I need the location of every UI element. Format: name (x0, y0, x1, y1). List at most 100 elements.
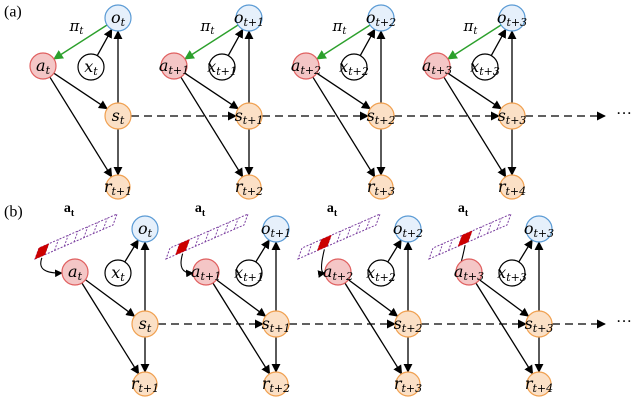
edge-a-to-s (316, 72, 371, 110)
reward-node (105, 174, 131, 200)
state-node (131, 310, 159, 338)
current-action-mark (175, 239, 190, 256)
action-node (423, 52, 451, 80)
edge-a-to-s (348, 279, 399, 317)
observation-node (131, 215, 159, 243)
edge-x-to-o (490, 28, 507, 56)
edge-x-to-o (359, 28, 376, 56)
edge-a-to-r (81, 282, 140, 375)
reward-node-label: rt+2 (262, 374, 290, 395)
action-node-label: at+3 (454, 262, 484, 283)
edge-a-to-s (216, 279, 267, 317)
edge-policy (184, 24, 239, 60)
context-node (367, 259, 395, 287)
action-sequence (165, 213, 249, 260)
observation-node-label: ot (138, 219, 153, 240)
context-node-label: xt+3 (470, 57, 500, 78)
reward-node (132, 371, 158, 397)
current-action-mark (457, 230, 473, 247)
observation-node (104, 4, 132, 32)
action-sequence (297, 213, 381, 260)
context-node (77, 53, 105, 81)
context-node-label: xt+2 (366, 263, 396, 284)
state-node (367, 102, 395, 130)
state-node (235, 102, 263, 130)
context-node-label: xt+1 (207, 57, 237, 78)
observation-node (498, 4, 526, 32)
action-node-label: at+3 (422, 56, 452, 77)
policy-label: πt (463, 17, 479, 37)
edges-layer (40, 24, 606, 375)
reward-node (368, 174, 394, 200)
state-node (104, 102, 132, 130)
edge-a-to-s (53, 72, 108, 110)
panel-label: (a) (4, 4, 22, 21)
reward-node (263, 371, 289, 397)
edge-x-to-o (227, 28, 244, 56)
state-node-label: st+3 (498, 106, 527, 127)
edge-a-to-r (180, 76, 244, 178)
context-node (498, 259, 526, 287)
action-node (292, 52, 320, 80)
state-node-label: st+3 (525, 314, 554, 335)
observation-node-label: ot+1 (234, 8, 264, 29)
observation-node (525, 215, 553, 243)
action-node-label: at (68, 262, 83, 283)
action-sequence-label: at (327, 201, 338, 219)
edge-a-to-s (85, 279, 136, 317)
observation-node-label: ot+2 (366, 8, 396, 29)
state-node (394, 310, 422, 338)
edge-a-to-s (184, 72, 239, 110)
state-node (525, 310, 553, 338)
current-action-mark (34, 243, 50, 260)
edge-policy (447, 24, 502, 60)
context-node-label: xt+3 (497, 263, 527, 284)
edge-x-to-o (96, 28, 113, 56)
nodes-layer (29, 4, 553, 397)
edge-a-to-r (212, 282, 271, 375)
action-sequence-label: at (458, 201, 469, 219)
reward-node-label: rt+2 (235, 177, 263, 198)
action-sequence-label: at (64, 201, 75, 219)
observation-node (262, 215, 290, 243)
ellipsis: ··· (616, 106, 632, 123)
action-node-label: at (36, 56, 51, 77)
reward-node (526, 371, 552, 397)
reward-node (499, 174, 525, 200)
ellipsis: ··· (616, 314, 632, 331)
action-node (192, 258, 220, 286)
state-node (498, 102, 526, 130)
context-node-label: xt (111, 263, 125, 284)
context-node-label: xt+1 (234, 263, 264, 284)
observation-node (367, 4, 395, 32)
action-node (455, 258, 483, 286)
edge-a-to-r (49, 76, 113, 178)
observation-node-label: ot (111, 8, 126, 29)
action-node (160, 52, 188, 80)
action-node (29, 52, 57, 80)
action-node (61, 258, 89, 286)
observation-node-label: ot+3 (497, 8, 527, 29)
reward-node-label: rt+4 (525, 374, 553, 395)
action-node-label: at+1 (159, 56, 189, 77)
context-node-label: xt+2 (339, 57, 369, 78)
observation-node-label: ot+1 (261, 219, 291, 240)
action-node-label: at+1 (191, 262, 221, 283)
edge-policy (316, 24, 371, 60)
edge-seq-to-a (180, 253, 194, 278)
state-node-label: st (112, 106, 125, 127)
reward-node-label: rt+4 (498, 177, 526, 198)
edge-seq-to-a (40, 257, 63, 278)
reward-node-label: rt+1 (104, 177, 132, 198)
edge-policy (53, 24, 108, 60)
context-node (104, 259, 132, 287)
edge-x-to-o (255, 239, 270, 263)
reward-node-label: rt+3 (367, 177, 395, 198)
action-sequence-label: at (195, 201, 206, 219)
state-node (262, 310, 290, 338)
observation-node-label: ot+2 (393, 219, 423, 240)
reward-node-label: rt+1 (131, 374, 159, 395)
observation-node-label: ot+3 (524, 219, 554, 240)
context-node (235, 259, 263, 287)
observation-node (394, 215, 422, 243)
